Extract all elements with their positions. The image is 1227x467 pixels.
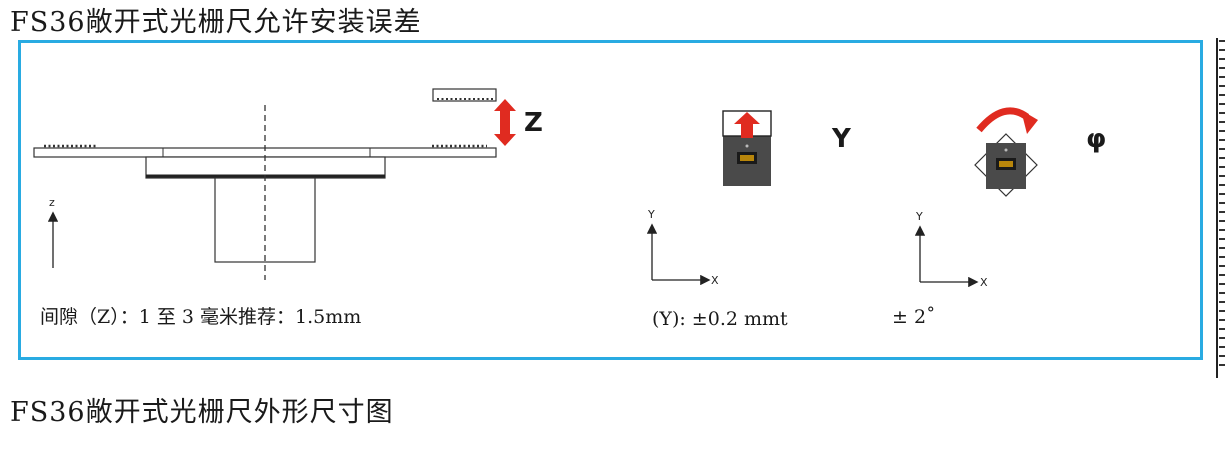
page-edge-ticks — [1219, 40, 1225, 370]
axis-x-label-right: X — [980, 276, 988, 289]
axis-y-label-mid: Y — [648, 208, 655, 221]
label-phi: φ — [1086, 124, 1107, 154]
label-y: Y — [832, 124, 851, 154]
y-offset-diagram — [646, 110, 772, 286]
page-edge-line — [1216, 38, 1218, 378]
y-tolerance-caption: (Y): ±0.2 mmt — [652, 308, 788, 330]
rotation-arc — [976, 107, 1030, 133]
gap-z-diagram — [33, 88, 516, 280]
section-title-dimensions: FS36敞开式光栅尺外形尺寸图 — [10, 397, 394, 428]
gap-double-arrow — [494, 99, 516, 146]
axis-x-label-mid: X — [711, 274, 719, 287]
y-up-arrow — [734, 112, 760, 138]
tolerance-diagram-frame — [18, 40, 1203, 360]
phi-tolerance-caption: ± 2˚ — [892, 306, 936, 328]
reading-head — [432, 88, 497, 102]
gap-caption: 间隙（Z）：1 至 3 毫米推荐：1.5mm — [40, 306, 362, 328]
label-z: Z — [524, 108, 543, 138]
phi-rotation-diagram — [914, 107, 1038, 288]
axis-y-label-right: Y — [916, 210, 923, 223]
page-title-tolerance: FS36敞开式光栅尺允许安装误差 — [10, 7, 422, 38]
axis-z-label: z — [49, 196, 55, 209]
